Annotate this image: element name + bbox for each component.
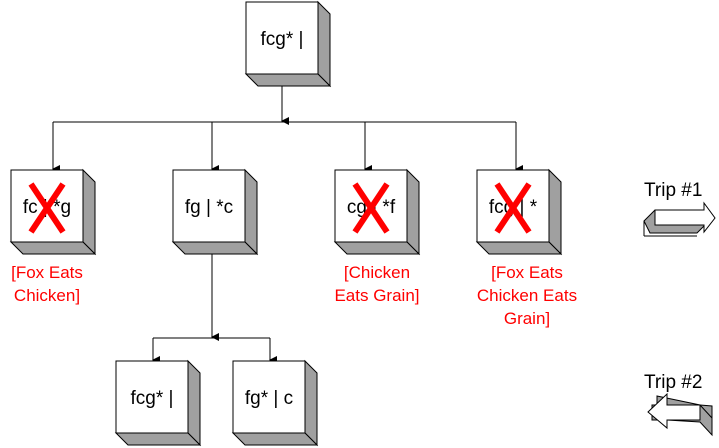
box-side: [187, 359, 201, 447]
trip-1: Trip #1: [643, 180, 716, 237]
trip-1-label: Trip #1: [644, 180, 702, 201]
invalid-reason-line: Chicken]: [14, 286, 80, 305]
invalid-reason-line: Grain]: [504, 309, 550, 328]
trip-2-label: Trip #2: [644, 372, 702, 393]
box-face: [172, 169, 246, 243]
box-face: [115, 360, 189, 434]
invalid-reason-line: Chicken Eats: [477, 286, 577, 305]
box-face: [245, 1, 319, 75]
invalid-reason-line: [Fox Eats: [491, 263, 563, 282]
box-face: [232, 360, 306, 434]
trip-2: Trip #2: [644, 372, 713, 437]
box-bottom: [475, 241, 563, 255]
box-bottom: [9, 241, 97, 255]
invalid-cross-icon: [352, 182, 390, 234]
connectors: [52, 86, 523, 364]
state-node-n5: fcg* |: [114, 359, 202, 447]
box-side: [82, 168, 96, 256]
invalid-reason-line: [Chicken: [344, 263, 410, 282]
state-node-root: fcg* |: [244, 0, 332, 88]
arrow-right-icon: [643, 201, 716, 237]
invalid-cross-icon: [494, 182, 532, 234]
state-node-n2: fg | *c: [171, 168, 259, 256]
box-side: [406, 168, 420, 256]
invalid-reason-line: Eats Grain]: [334, 286, 419, 305]
box-bottom: [231, 432, 319, 446]
box-bottom: [114, 432, 202, 446]
box-bottom: [171, 241, 259, 255]
invalid-cross-icon: [28, 182, 66, 234]
node-state-text: fcg* |: [131, 388, 174, 409]
node-state-text: fg | *c: [185, 197, 233, 218]
state-node-n6: fg* | c: [231, 359, 319, 447]
invalid-reason-line: [Fox Eats: [11, 263, 83, 282]
box-side: [244, 168, 258, 256]
box-bottom: [333, 241, 421, 255]
box-side: [304, 359, 318, 447]
box-side: [548, 168, 562, 256]
arrow-left-icon: [647, 392, 713, 437]
box-side: [317, 0, 331, 88]
node-state-text: fg* | c: [245, 388, 293, 409]
node-state-text: fcg* |: [261, 29, 304, 50]
box-bottom: [244, 73, 332, 87]
